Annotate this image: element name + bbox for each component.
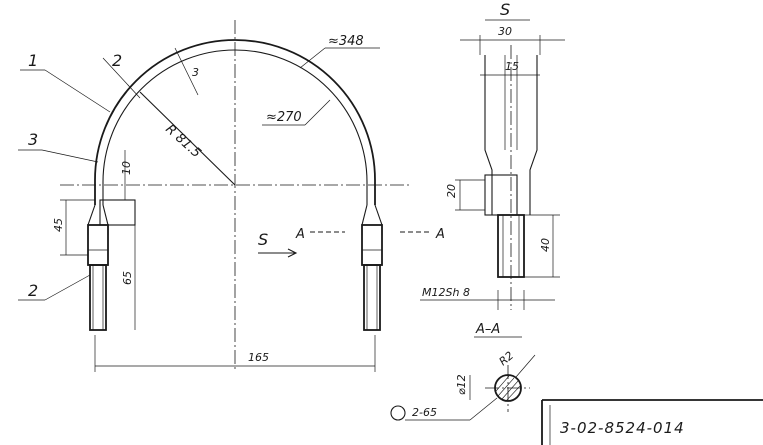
section-aa-title: A–A	[475, 322, 500, 337]
inner-length-dimension: ≈270	[266, 110, 302, 125]
view-s-label: S	[258, 230, 268, 249]
right-flare-outer	[374, 204, 383, 235]
radius-leader	[139, 91, 236, 186]
dim40-text: 40	[539, 238, 552, 252]
dia12-text: ⌀12	[455, 374, 468, 395]
thread-spec: M12Sh 8	[422, 286, 470, 299]
side-plate	[484, 174, 518, 216]
right-rod-thread	[363, 264, 381, 331]
part3-leader	[41, 149, 99, 163]
part1-label: 1	[28, 51, 38, 70]
inner-length-leader	[304, 99, 331, 126]
drawing-number: 3-02-8524-014	[560, 419, 685, 437]
part2-bottom-leader	[44, 274, 91, 301]
view-s-title: S	[500, 0, 510, 19]
arch-inner	[102, 49, 368, 205]
section-a-right: A	[435, 227, 445, 242]
thickness-leader	[174, 47, 199, 96]
section-hatch	[495, 375, 510, 392]
title-block: 3-02-8524-014	[541, 399, 763, 445]
part1-leader	[44, 69, 111, 113]
side-rod	[497, 214, 525, 278]
left-rod-thread	[89, 264, 107, 331]
dim20-text: 20	[445, 184, 458, 198]
side-bar-right	[529, 55, 538, 215]
side-bar-left	[484, 55, 493, 215]
right-rod-body	[361, 224, 383, 266]
section-aa: A–A R2 ⌀12 2-65	[390, 322, 536, 421]
part2-top-leader	[102, 57, 141, 99]
part2-bottom-label: 2	[28, 281, 38, 300]
weld-note: 2-65	[412, 406, 437, 419]
dim45-text: 45	[52, 218, 65, 232]
weld-leader	[469, 397, 498, 421]
part2-top-label: 2	[112, 51, 122, 70]
left-rod-body	[87, 224, 109, 266]
dim10-text: 10	[120, 161, 133, 175]
dim30-text: 30	[498, 25, 512, 38]
section-hatch	[497, 377, 515, 397]
arch-outer	[94, 39, 376, 205]
thickness-dimension: 3	[192, 66, 199, 79]
r2-leader	[515, 354, 536, 378]
main-view: R 81.5 3 ≈348 ≈270 1 2 3 2 10	[18, 20, 445, 372]
left-clamp-plate	[99, 199, 136, 226]
section-a-left: A	[295, 227, 305, 242]
part3-label: 3	[28, 130, 38, 149]
weld-symbol-icon	[390, 405, 406, 421]
dim15-text: 15	[505, 60, 519, 73]
r2-text: R2	[497, 349, 517, 368]
arc-length-leader	[299, 47, 326, 69]
view-s-arrowhead	[287, 248, 298, 258]
dim65-text: 65	[121, 271, 134, 285]
left-flare-outer	[87, 204, 96, 235]
section-hatch	[501, 380, 519, 400]
side-view-s: S 30 15 20 40 M12	[420, 0, 565, 310]
radius-dimension: R 81.5	[162, 122, 203, 161]
dim165-text: 165	[248, 351, 269, 364]
arc-length-dimension: ≈348	[328, 34, 364, 49]
